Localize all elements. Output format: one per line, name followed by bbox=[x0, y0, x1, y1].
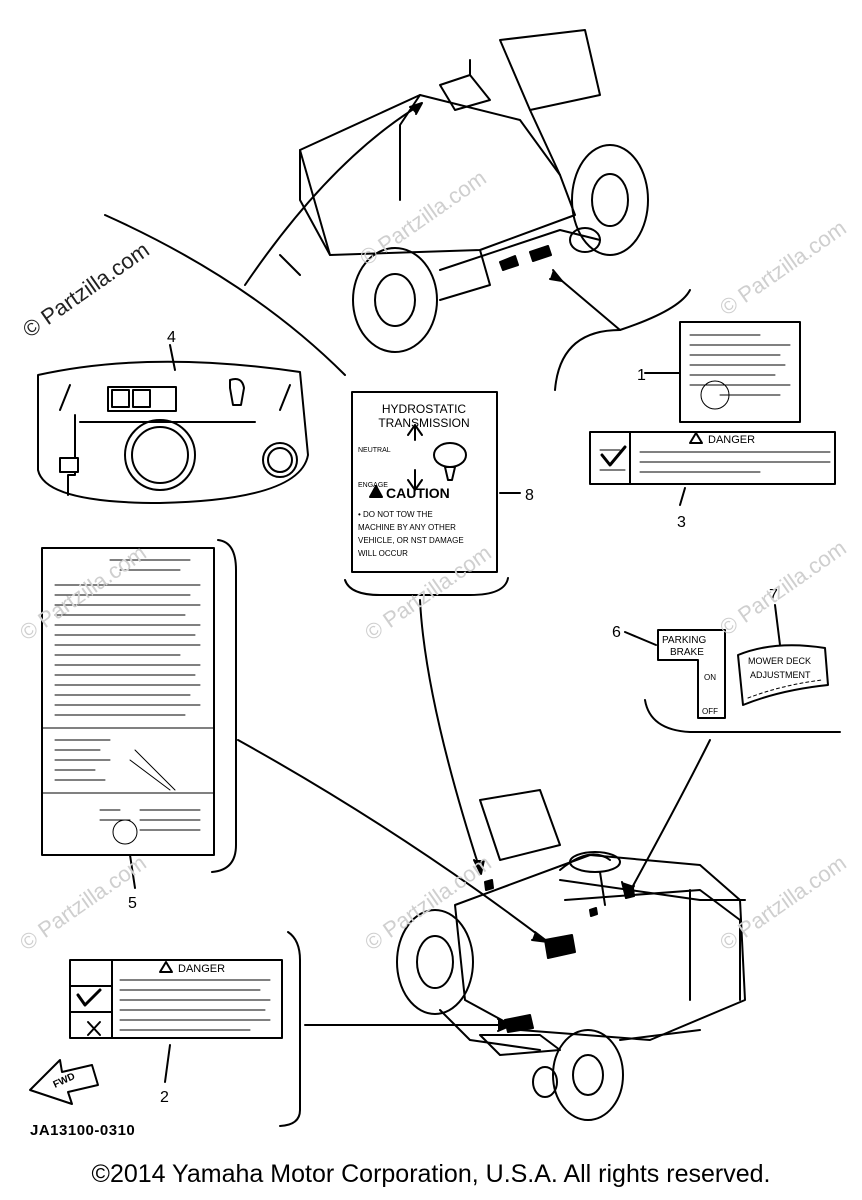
leader-line-top-right bbox=[554, 274, 621, 391]
hydro-caution: CAUTION bbox=[386, 485, 450, 501]
parking-text-2: BRAKE bbox=[670, 647, 704, 658]
mower-text-2: ADJUSTMENT bbox=[750, 670, 811, 680]
hydro-line-4: WILL OCCUR bbox=[358, 549, 408, 558]
bracket-item-8 bbox=[344, 577, 509, 596]
callout-7: 7 bbox=[769, 587, 778, 604]
callout-1: 1 bbox=[637, 367, 646, 384]
copyright-notice: ©2014 Yamaha Motor Corporation, U.S.A. A… bbox=[91, 1160, 771, 1188]
leader-line-top-arrow bbox=[244, 104, 421, 286]
danger-decal-item-2 bbox=[69, 959, 283, 1039]
dashboard-panel-item-4 bbox=[37, 360, 309, 504]
callout-5: 5 bbox=[128, 895, 137, 912]
leader-line-items-6-7 bbox=[627, 739, 711, 896]
danger-2-text: DANGER bbox=[178, 963, 225, 975]
hydro-line-3: VEHICLE, OR NST DAMAGE bbox=[358, 536, 464, 545]
mower-text-1: MOWER DECK bbox=[748, 656, 811, 666]
bottom-tractor-illustration bbox=[396, 789, 746, 1121]
danger-decal-item-3 bbox=[589, 431, 836, 485]
mower-deck-decal-item-7 bbox=[737, 644, 829, 706]
fwd-text: FWD bbox=[52, 1071, 77, 1091]
callout-2: 2 bbox=[160, 1089, 169, 1106]
top-tractor-illustration bbox=[279, 29, 649, 353]
fwd-arrow-icon bbox=[29, 1059, 99, 1105]
warning-sheet-item-5 bbox=[41, 547, 215, 856]
hydro-engage: ENGAGE bbox=[358, 482, 388, 489]
danger-3-text: DANGER bbox=[708, 434, 755, 446]
callout-6: 6 bbox=[612, 624, 621, 641]
parking-on: ON bbox=[704, 673, 716, 682]
hydro-line-1: • DO NOT TOW THE bbox=[358, 510, 433, 519]
callout-8: 8 bbox=[525, 487, 534, 504]
bracket-item-5 bbox=[211, 539, 237, 873]
bracket-item-2 bbox=[279, 931, 301, 1127]
leader-line-item-8 bbox=[419, 599, 481, 871]
parking-text-1: PARKING bbox=[662, 635, 706, 646]
diagram-code: JA13100-0310 bbox=[30, 1122, 136, 1139]
hydrostatic-transmission-decal-item-8 bbox=[351, 391, 498, 573]
parking-brake-decal-item-6 bbox=[657, 629, 726, 719]
hydro-line-2: MACHINE BY ANY OTHER bbox=[358, 523, 456, 532]
leader-line-item-5 bbox=[237, 739, 546, 941]
parking-off: OFF bbox=[702, 707, 718, 716]
hydro-title-2: TRANSMISSION bbox=[378, 416, 469, 430]
hydro-neutral: NEUTRAL bbox=[358, 447, 391, 454]
callout-4: 4 bbox=[167, 329, 176, 346]
leader-line-top-left bbox=[104, 214, 346, 376]
callout-3: 3 bbox=[677, 514, 686, 531]
hydro-title-1: HYDROSTATIC bbox=[382, 402, 467, 416]
bracket-items-6-7 bbox=[644, 699, 841, 733]
warning-decal-item-1 bbox=[679, 321, 801, 423]
